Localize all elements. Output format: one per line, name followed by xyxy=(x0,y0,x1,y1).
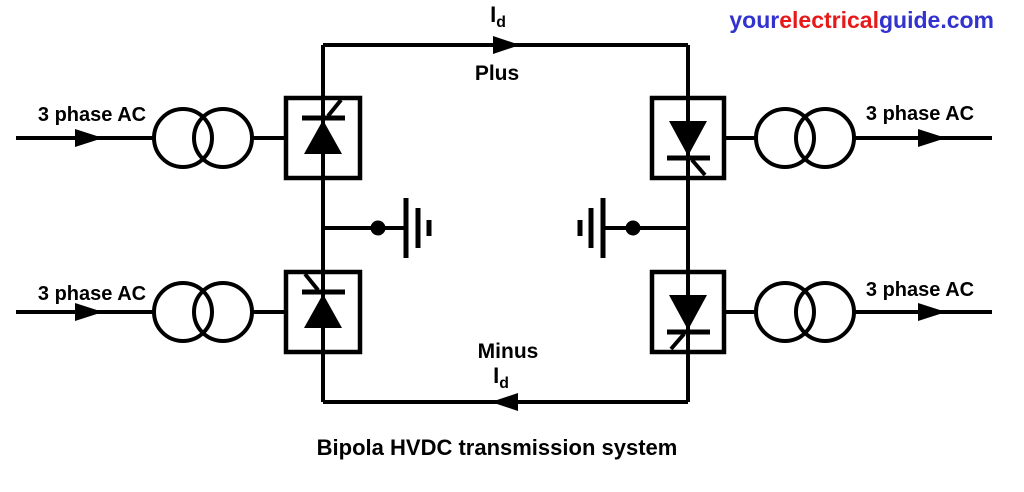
converter-valve-icon-bottom-right xyxy=(649,269,727,355)
flow-arrow-icon-ac-top-right xyxy=(918,129,946,147)
label-current-bottom: Id xyxy=(493,363,509,392)
converter-valve-icon-bottom-left xyxy=(283,269,363,355)
flow-arrow-icon-bottom xyxy=(491,393,518,411)
junction-dot-icon-right xyxy=(625,220,641,236)
transformer-icon-top-right xyxy=(754,107,856,169)
label-pole-plus: Plus xyxy=(474,62,520,85)
label-ac-top-left: 3 phase AC xyxy=(37,104,147,126)
label-current-top: Id xyxy=(490,2,506,31)
flow-arrow-icon-ac-top-left xyxy=(75,129,103,147)
junction-dot-icon-left xyxy=(370,220,386,236)
current-subscript: d xyxy=(496,13,506,31)
earth-electrode-icon-left xyxy=(325,198,432,258)
site-logo: yourelectricalguide.com xyxy=(729,7,994,34)
current-symbol: I xyxy=(493,363,500,388)
label-ac-top-right: 3 phase AC xyxy=(865,103,975,125)
ac-flow-arrows xyxy=(75,129,946,321)
converter-valve-icon-top-right xyxy=(649,95,727,181)
diagram-caption: Bipola HVDC transmission system xyxy=(316,435,678,460)
logo-part-your: your xyxy=(729,7,780,33)
transformer-icon-bottom-left xyxy=(152,281,254,343)
converter-valve-icon-top-left xyxy=(283,95,363,181)
flow-arrow-icon-ac-bottom-left xyxy=(75,303,103,321)
logo-part-electrical: electrical xyxy=(779,7,879,33)
transformer-icon-top-left xyxy=(152,107,254,169)
label-ac-bottom-right: 3 phase AC xyxy=(865,279,975,301)
current-symbol: I xyxy=(490,2,497,27)
transformer-icon-bottom-right xyxy=(754,281,856,343)
label-ac-bottom-left: 3 phase AC xyxy=(37,283,147,305)
earth-electrode-icon-right xyxy=(577,198,686,258)
flow-arrow-icon-top xyxy=(493,36,520,54)
current-subscript: d xyxy=(499,374,509,392)
dc-flow-arrows xyxy=(491,36,520,411)
logo-part-guide: guide.com xyxy=(878,7,994,33)
label-pole-minus: Minus xyxy=(477,340,539,363)
flow-arrow-icon-ac-bottom-right xyxy=(918,303,946,321)
ac-feeder-lines xyxy=(16,136,992,314)
